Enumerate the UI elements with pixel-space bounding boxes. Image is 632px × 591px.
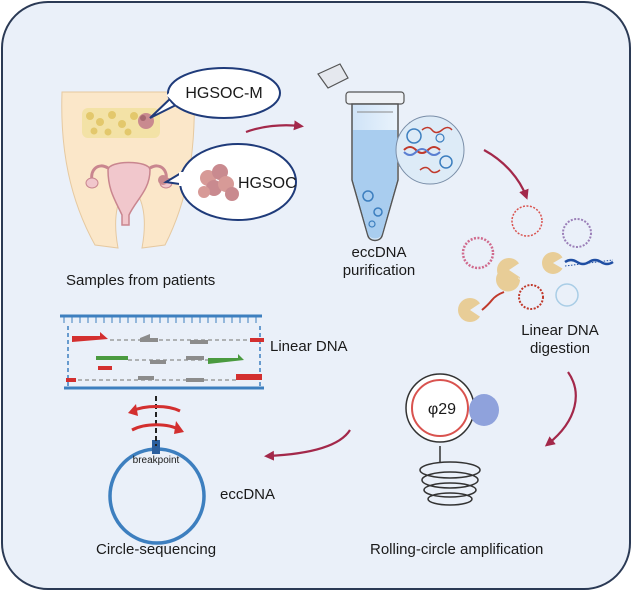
eccdna-circle [108,396,206,545]
bubble-metastasis-label: HGSOC-M [185,85,262,102]
microtube-icon [317,63,417,242]
linear-dna-label: Linear DNA [270,338,348,355]
arrow-collect [245,120,304,134]
pelvis-illustration [61,91,195,249]
digestion-caption-line2: digestion [529,340,591,357]
sequencing-caption: Circle-sequencing [96,541,217,558]
dna-mixture-zoom [395,115,465,185]
coil-icon [419,446,481,506]
bubble-primary-label: HGSOC [238,175,297,192]
purification-caption-line1: eccDNA [351,244,407,261]
arrow-sequence [264,429,351,461]
dna-circle-icon [461,205,592,310]
digestion-caption-line1: Linear DNA [521,322,599,339]
breakpoint-label: breakpoint [133,455,180,466]
tumor-icon [198,164,239,201]
arrow-digest [544,371,577,447]
eccdna-label: eccDNA [220,486,276,503]
polymerase-icon [405,373,499,443]
bubble-primary [163,143,297,221]
patients-caption: Samples from patients [66,272,216,289]
linear-dna-reads [60,314,264,390]
enzyme-label: φ29 [428,401,456,418]
process-arrows [245,120,577,461]
amplification-caption: Rolling-circle amplification [370,541,544,558]
arrow-purify [483,149,529,200]
purification-caption-line2: purification [342,262,416,279]
bubble-metastasis [149,67,281,119]
exonuclease-icon [458,252,614,322]
